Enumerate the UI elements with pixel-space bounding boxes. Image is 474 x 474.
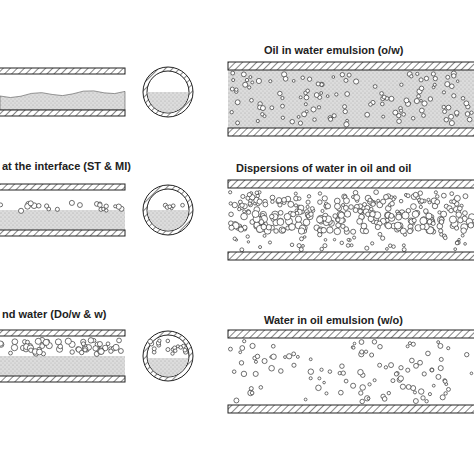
droplets xyxy=(233,232,466,251)
water-layer xyxy=(147,92,189,134)
pattern-label: at the interface (ST & MI) xyxy=(2,160,131,173)
water-layer xyxy=(0,210,125,230)
droplets xyxy=(0,337,123,356)
droplets xyxy=(228,340,472,404)
water-layer xyxy=(147,358,189,400)
pipe-wall xyxy=(0,230,125,236)
droplets xyxy=(230,71,473,127)
pattern-label: Dispersions of water in oil and oil xyxy=(236,162,411,175)
pipe-wall xyxy=(228,180,474,188)
droplets xyxy=(228,211,474,235)
pattern-label: nd water (Do/w & w) xyxy=(2,308,107,321)
droplets xyxy=(0,200,124,213)
water-layer xyxy=(147,210,189,252)
pattern-label: Water in oil emulsion (w/o) xyxy=(264,314,403,327)
pipe-wall xyxy=(0,68,125,74)
pattern-label: Oil in water emulsion (o/w) xyxy=(264,44,403,57)
pipe-wall xyxy=(0,376,125,382)
pipe-wall xyxy=(0,330,125,336)
droplets xyxy=(148,339,188,355)
pipe-wall xyxy=(228,330,474,338)
water-layer xyxy=(0,91,125,110)
pipe-wall xyxy=(0,110,125,116)
droplets xyxy=(163,203,184,209)
water-layer xyxy=(0,356,125,376)
pipe-wall xyxy=(0,184,125,190)
pipe-wall xyxy=(228,252,474,260)
water-layer xyxy=(228,70,474,128)
pipe-wall xyxy=(228,405,474,413)
pipe-wall xyxy=(228,128,474,136)
pipe-wall xyxy=(228,62,474,70)
